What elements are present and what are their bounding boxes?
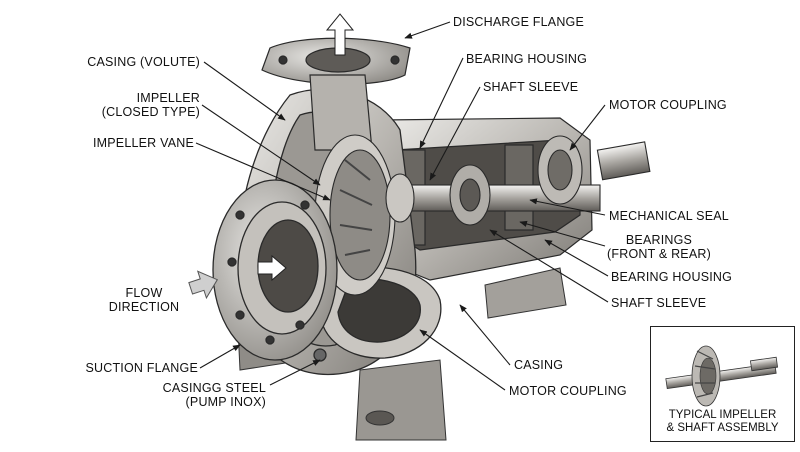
impeller-shaft-inset: TYPICAL IMPELLER & SHAFT ASSEMBLY xyxy=(650,326,795,442)
label-discharge-flange: DISCHARGE FLANGE xyxy=(453,15,585,29)
label-casing-steel-line1: CASINGG STEEL xyxy=(162,381,266,395)
label-motor-coupling-bottom: MOTOR COUPLING xyxy=(509,384,627,398)
pump-base-feet xyxy=(237,267,567,441)
suction-flow-arrow xyxy=(257,254,287,282)
label-shaft-sleeve-bottom: SHAFT SLEEVE xyxy=(611,296,707,310)
label-casing-steel-line2: (PUMP INOX) xyxy=(185,395,266,409)
pump-shaft xyxy=(385,135,651,226)
label-bearing-housing-top: BEARING HOUSING xyxy=(466,52,588,66)
label-casing: CASING xyxy=(514,358,564,372)
label-impeller-vane: IMPELLER VANE xyxy=(92,136,194,150)
label-suction-flange: SUCTION FLANGE xyxy=(85,361,198,375)
label-casing-volute: CASING (VOLUTE) xyxy=(87,55,200,69)
label-motor-coupling-top: MOTOR COUPLING xyxy=(609,98,727,112)
inset-caption-line1: TYPICAL IMPELLER xyxy=(668,409,777,421)
label-bearings-line2: (FRONT & REAR) xyxy=(607,247,711,261)
inset-caption: TYPICAL IMPELLER & SHAFT ASSEMBLY xyxy=(651,409,794,435)
label-impeller: IMPELLER (CLOSED TYPE) xyxy=(60,91,200,119)
label-impeller-line2: (CLOSED TYPE) xyxy=(101,105,200,119)
label-bearings: BEARINGS (FRONT & REAR) xyxy=(596,233,722,261)
label-casing-steel: CASINGG STEEL (PUMP INOX) xyxy=(150,381,266,409)
label-bearing-housing-bottom: BEARING HOUSING xyxy=(611,270,733,284)
label-impeller-line1: IMPELLER xyxy=(136,91,200,105)
label-bearings-line1: BEARINGS xyxy=(625,233,693,247)
leader-lines xyxy=(195,21,609,391)
label-flow-direction-line2: DIRECTION xyxy=(108,300,180,314)
label-flow-direction: FLOW DIRECTION xyxy=(104,286,184,314)
flow-direction-arrow xyxy=(188,270,219,300)
discharge-flange-shape xyxy=(261,37,411,151)
impeller-shaft-inset-illustration xyxy=(665,345,779,407)
discharge-flow-arrow xyxy=(325,13,355,56)
label-flow-direction-line1: FLOW xyxy=(125,286,163,300)
label-mechanical-seal: MECHANICAL SEAL xyxy=(609,209,729,223)
inset-caption-line2: & SHAFT ASSEMBLY xyxy=(666,422,779,434)
label-shaft-sleeve-top: SHAFT SLEEVE xyxy=(483,80,579,94)
